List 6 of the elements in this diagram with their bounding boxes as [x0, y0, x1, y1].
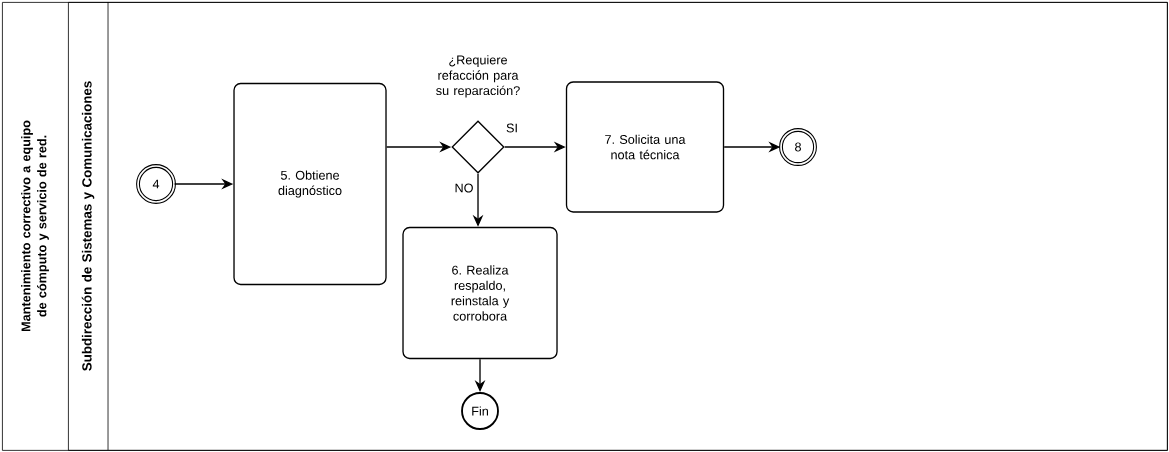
edge-label: NO: [453, 182, 475, 194]
process-box: 7. Solicita una nota técnica: [565, 81, 725, 213]
edge-label: SI: [504, 122, 520, 134]
node-label: ¿Requiere refacción para su reparación?: [436, 55, 520, 98]
process-box: 6. Realiza respaldo, reinstala y corrobora: [402, 226, 558, 360]
process-box: 5. Obtiene diagnóstico: [233, 82, 387, 286]
